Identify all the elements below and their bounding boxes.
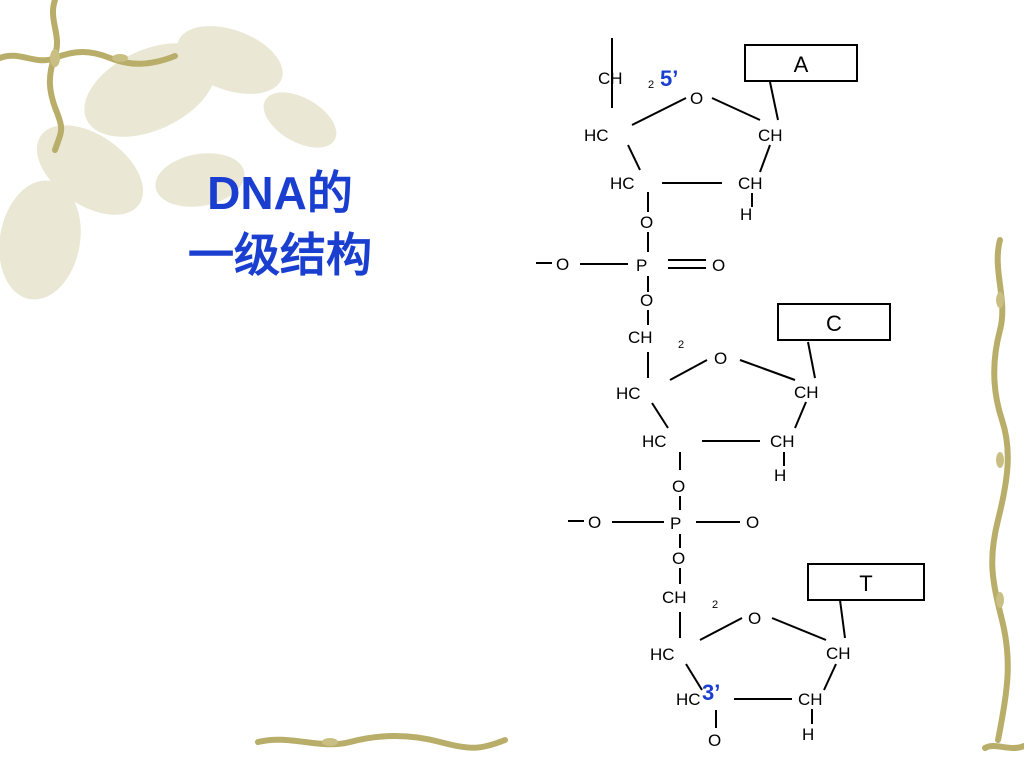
ring-oxygen: O (690, 89, 703, 108)
leaf-decoration (0, 26, 337, 300)
ch2-subscript: 2 (678, 339, 684, 351)
ch2-subscript: 2 (712, 599, 718, 611)
base-label-t: T (859, 571, 872, 596)
ch2-subscript: 2 (648, 79, 654, 91)
slide-title: DNA的 一级结构 (150, 162, 410, 286)
ch2-label: CH (628, 328, 653, 347)
ch2-label: CH (598, 69, 623, 88)
hc-label: HC (616, 384, 641, 403)
hc-label: HC (650, 645, 675, 664)
h-label: H (802, 725, 814, 744)
base-label-c: C (826, 311, 842, 336)
hc-label: HC (584, 126, 609, 145)
ch-label: CH (798, 690, 823, 709)
base-label-a: A (794, 52, 809, 77)
title-line-2: 一级结构 (188, 229, 372, 281)
base-box-t: T (807, 563, 925, 601)
oxygen-label: O (640, 213, 653, 232)
ch-label: CH (770, 432, 795, 451)
oxygen-label: O (556, 255, 569, 274)
ring-oxygen: O (748, 609, 761, 628)
ch-label: CH (826, 644, 851, 663)
bond-lines (536, 38, 846, 728)
oxygen-label: O (588, 513, 601, 532)
oxygen-label: O (712, 256, 725, 275)
oxygen-label: O (708, 731, 721, 750)
ring-oxygen: O (714, 349, 727, 368)
ch2-label: CH (662, 588, 687, 607)
three-prime-label: 3’ (702, 680, 720, 705)
title-line-1: DNA的 (207, 167, 353, 219)
vine-decoration (0, 0, 1024, 751)
base-box-c: C (777, 303, 891, 341)
h-label: H (740, 205, 752, 224)
oxygen-label: O (640, 291, 653, 310)
oxygen-label: O (672, 549, 685, 568)
vine-buds (50, 49, 1004, 746)
h-label: H (774, 466, 786, 485)
oxygen-label: O (672, 477, 685, 496)
phosphorus-label: P (670, 514, 681, 533)
base-box-a: A (744, 44, 858, 82)
five-prime-label: 5’ (660, 66, 678, 91)
hc-label: HC (642, 432, 667, 451)
oxygen-label: O (746, 513, 759, 532)
ch-label: CH (758, 126, 783, 145)
hc-label: HC (676, 690, 701, 709)
atom-labels: CH 2 O HC CH HC CH H O O P O O CH 2 O HC… (556, 69, 851, 750)
hc-label: HC (610, 174, 635, 193)
phosphorus-label: P (636, 256, 647, 275)
ch-label: CH (794, 383, 819, 402)
ch-label: CH (738, 174, 763, 193)
